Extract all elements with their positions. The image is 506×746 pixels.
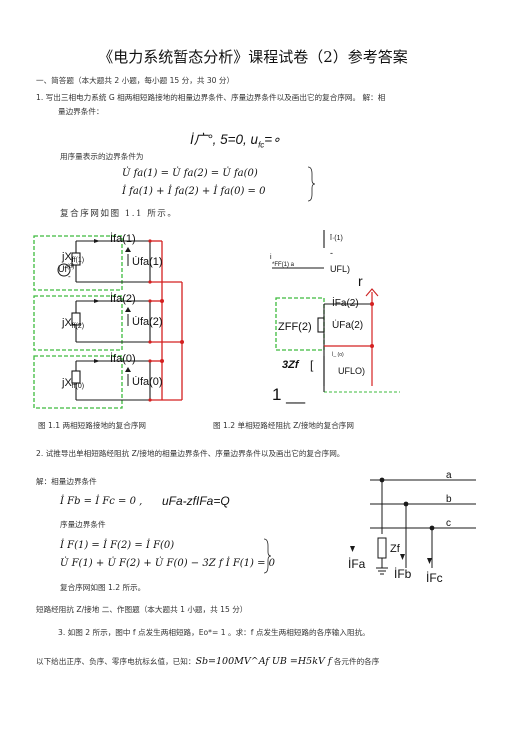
sequence-eq-2: İ fa(1) + İ fa(2) + İ fa(0) = 0 [122,186,266,197]
label-ufa2: U̇Fa(2) [332,318,363,331]
label-ufa1: U̇fa(1) [132,255,163,268]
label-uf0: U̇f(0) [58,264,74,274]
label-one: 1 __ [272,385,306,404]
page-title: 《电力系统暂态分析》课程试卷（2）参考答案 [98,48,408,66]
section-heading-1: 一、简答题（本大题共 2 小题，每小题 15 分，共 30 分） [36,76,235,85]
label-phase-c: c [446,518,451,529]
label-ufl: UFL) [330,264,350,274]
label-uflo: UFLO) [338,366,365,376]
q2-seq-label: 序量边界条件 [60,520,106,529]
sequence-intro: 用序量表示的边界条件为 [60,152,144,161]
label-zf: Zf [390,543,401,555]
q2-seq-brace [263,538,272,574]
section-2-line-1: 短路经阻抗 Z/接地 二、作图题（本大题共 1 小题，共 15 分） [36,605,248,614]
figure-1-2-diagram: Ī·(1) - i *FF(1) a UFL) r İFa(2) ZFF(2) … [270,230,400,404]
label-minus: - [330,248,333,258]
label-ifa: İFa [348,557,366,571]
label-zff2: ZFF(2) [278,321,312,333]
label-jxff1: jXff(1) [61,251,84,264]
label-plus: + [70,261,75,270]
label-ff: *FF(1) a [272,262,295,268]
label-ifa2: İfa(2) [110,292,136,305]
label-ifa1: İfa(1) [110,232,136,245]
sequence-eq-1: U̇ fa(1) = U̇ fa(2) = U̇ fa(0) [122,168,258,179]
label-top: Ī·(1) [330,234,343,242]
label-ifc: İFc [426,571,443,585]
network-note-1: 复合序网如图 1.1 所示。 [60,209,178,219]
label-phase-b: b [446,494,452,505]
question-1-line-1: 1. 写出三相电力系统 G 相两相短路接地的相量边界条件、序量边界条件以及画出它… [36,93,386,102]
q2-network-note: 复合序网如图 1.2 所示。 [60,583,146,592]
label-r: r [358,273,363,289]
label-phase-a: a [446,470,452,481]
negative-sequence-box [33,295,123,351]
label-ufa0: U̇fa(0) [132,375,163,388]
q2-phase-eq-1: İ Fb = İ Fc = 0 , [60,496,143,507]
zero-sequence-box [33,355,123,409]
section-2-line-2: 3. 如图 2 所示，图中 f 点发生两相短路，Eo*= 1 。求：f 点发生两… [58,628,370,637]
label-minus: - [68,272,71,281]
caption-figure-1-1: 图 1.1 两相短路接地的复合序网 [38,421,147,430]
phase-boundary-condition: İ广°, 5=0, ufc=∘ [190,132,281,150]
caption-figure-1-2: 图 1.2 单相短路经阻抗 Z/接地的复合序网 [213,421,354,430]
label-ifb: İFb [394,567,412,581]
section-2-line-3: 以下给出正序、负序、零序电抗标幺值，已知：Sb=100MV^Af UB =H5k… [36,656,380,667]
q2-phase-eq-2: uFa-zfIFa=Q [162,494,230,508]
label-3zf: 3Zf [282,359,300,371]
label-jxff2: jXff(2) [61,317,84,330]
label-jxff0: jXff(0) [61,377,84,390]
label-ifa2: İFa(2) [332,296,359,309]
figure-1-1-diagram: İfa(1) jXff(1) U̇f(0) + - U̇fa(1) İfa(2)… [33,232,184,409]
question-2-text: 2. 试推导出单相短路经阻抗 Z/接地的相量边界条件、序量边界条件以及画出它的复… [36,449,345,458]
label-i: i [270,254,272,261]
question-2-solution: 解：相量边界条件 [36,477,97,486]
sequence-brace [307,166,316,202]
label-bottom: İ_ (o) [332,351,344,358]
question-1-line-2: 量边界条件： [58,107,104,116]
label-ufa2: U̇fa(2) [132,315,163,328]
label-bracket: [ [310,358,314,372]
figure-phase-diagram: a b c Zf İFa İFb İFc [348,470,476,585]
positive-sequence-box [33,235,123,291]
label-ifa0: İfa(0) [110,352,136,365]
q2-seq-eq-2: U̇ F(1) + U̇ F(2) + U̇ F(0) − 3Z f İ F(1… [60,558,276,569]
q2-seq-eq-1: İ F(1) = İ F(2) = İ F(0) [60,540,175,551]
